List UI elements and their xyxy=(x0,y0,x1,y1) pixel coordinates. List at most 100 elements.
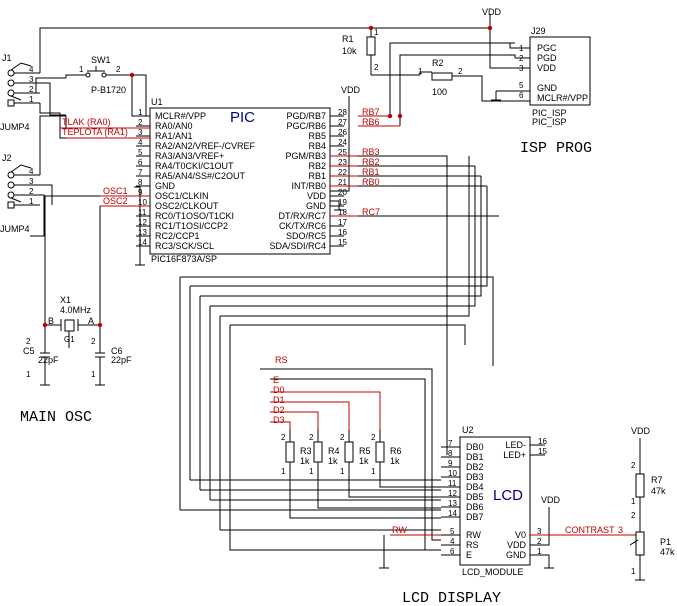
pic-right-pin-name: SDA/SDI/RC4 xyxy=(269,241,326,251)
r6-pin1: 1 xyxy=(371,467,376,476)
net-d1: D1 xyxy=(273,395,285,405)
pic-right-pin-number: 16 xyxy=(338,228,347,237)
pic-left-pin-name: RC0/T1OSO/T1CKI xyxy=(155,211,234,221)
p1-label: P1 xyxy=(660,537,671,547)
vdd-r7-label: VDD xyxy=(631,426,651,436)
r7-pin1: 1 xyxy=(631,497,636,506)
j2-pin3: 3 xyxy=(29,177,34,186)
pic-right-pin-name: RB4 xyxy=(308,141,326,151)
pic-left-pin-number: 3 xyxy=(138,128,143,137)
r3-pin2: 2 xyxy=(281,433,286,442)
rw-net: RW xyxy=(379,525,441,569)
main-osc-title: MAIN OSC xyxy=(20,409,92,426)
vdd-symbol-top: VDD xyxy=(482,7,515,69)
r1-pin2: 2 xyxy=(374,63,379,72)
pic-right-net-label: RB0 xyxy=(362,177,380,187)
pic-left-pin-number: 2 xyxy=(138,118,143,127)
u1-label: U1 xyxy=(151,97,163,107)
lcd-data-pin-number: 12 xyxy=(448,489,457,498)
pic-left-pin-name: RC1/T1OSI/CCP2 xyxy=(155,221,228,231)
net-d2: D2 xyxy=(273,405,285,415)
pic-right-pin-name: RB2 xyxy=(308,161,326,171)
vdd-top-label: VDD xyxy=(482,7,502,17)
pic-left-pin-number: 11 xyxy=(138,208,147,217)
connector-j1: J1 JUMP4 4 3 2 1 xyxy=(0,53,40,132)
lcd-ctrl-pin-name: RW xyxy=(466,530,481,540)
j29-label: J29 xyxy=(531,26,546,36)
lcd-power-pin-number: 2 xyxy=(537,537,542,546)
pic-right-pin-number: 27 xyxy=(338,118,347,127)
pic-right-pin-name: INT/RB0 xyxy=(291,181,326,191)
lcd-data-pin-name: DB0 xyxy=(466,442,484,452)
contrast-net: CONTRAST 3 xyxy=(530,525,640,536)
lcd-data-pin-name: DB6 xyxy=(466,502,484,512)
net-rs: RS xyxy=(275,355,288,365)
net-d0: D0 xyxy=(273,385,285,395)
j29-part-label: PIC_ISP xyxy=(532,108,567,118)
r2-value: 100 xyxy=(432,87,447,97)
r7-label: R7 xyxy=(651,475,663,485)
pic-left-pin-number: 5 xyxy=(138,148,143,157)
lcd-ctrl-pin-name: RS xyxy=(466,540,479,550)
pic-right-pin-name: DT/RX/RC7 xyxy=(278,211,326,221)
resistor-r7: VDD R7 47k 2 1 xyxy=(631,426,666,515)
pic-left-pin-number: 10 xyxy=(138,198,147,207)
lcd-led-pin-name: LED+ xyxy=(503,450,526,460)
sw1-part-label: P-B1720 xyxy=(91,85,126,95)
resistor-r5: R5 1k 2 1 xyxy=(340,430,371,476)
pic-right-pin-number: 22 xyxy=(338,168,347,177)
c5-label: C5 xyxy=(23,346,35,356)
r1-pin1: 1 xyxy=(374,28,379,37)
pic-left-pin-name: OSC2/CLKOUT xyxy=(155,201,219,211)
c6-value: 22pF xyxy=(111,355,132,365)
x1-value: 4.0MHz xyxy=(60,305,92,315)
j2-pin1: 1 xyxy=(29,197,34,206)
u1-title: PIC xyxy=(230,109,255,126)
pic-right-pin-name: PGC/RB6 xyxy=(286,121,326,131)
pic-right-pin-number: 15 xyxy=(338,238,347,247)
r4-pin1: 1 xyxy=(309,467,314,476)
resistor-r4: R4 1k 2 1 xyxy=(309,430,340,476)
pic-left-pin-name: RC2/CCP1 xyxy=(155,231,200,241)
r5-label: R5 xyxy=(359,446,371,456)
pic-left-pin-name: GND xyxy=(155,181,176,191)
pic-left-pin-name: RA3/AN3/VREF+ xyxy=(155,151,224,161)
vdd-lcd-label: VDD xyxy=(541,495,561,505)
pic-right-pin-number: 23 xyxy=(338,158,347,167)
lcd-ctrl-pin-number: 6 xyxy=(450,547,455,556)
j2-pin2: 2 xyxy=(29,187,34,196)
sw1-pin2: 2 xyxy=(116,65,121,74)
pic-left-pin-name: RC3/SCK/SCL xyxy=(155,241,214,251)
resistor-r3: R3 1k 2 1 xyxy=(281,430,312,476)
pic-right-net-label: RB1 xyxy=(362,167,380,177)
r6-pin2: 2 xyxy=(371,433,376,442)
pic-right-pin-number: 17 xyxy=(338,218,347,227)
resistor-r2: R2 100 1 2 xyxy=(418,58,463,97)
r5-pin2: 2 xyxy=(340,433,345,442)
r5-value: 1k xyxy=(359,456,369,466)
net-contrast: CONTRAST xyxy=(565,525,615,535)
pic-left-pin-name: MCLR#/VPP xyxy=(155,111,206,121)
pic-right-pin-name: RB1 xyxy=(308,171,326,181)
vdd-symbol-pic: VDD xyxy=(330,85,361,211)
lcd-power-pin-number: 3 xyxy=(537,527,542,536)
lcd-data-pin-name: DB2 xyxy=(466,462,484,472)
pic-right-net-label: RB3 xyxy=(362,147,380,157)
u2-label: U2 xyxy=(462,425,474,435)
x1-pin-g1: G1 xyxy=(64,335,75,344)
j29-pin-pgc: PGC xyxy=(537,43,557,53)
pic-right-pin-number: 24 xyxy=(338,138,347,147)
r2-pin2: 2 xyxy=(458,67,463,76)
net-osc2: OSC2 xyxy=(103,196,128,206)
pic-left-pin-number: 1 xyxy=(138,108,143,117)
lcd-data-pin-name: DB4 xyxy=(466,482,484,492)
r4-pin2: 2 xyxy=(309,433,314,442)
lcd-data-pin-number: 13 xyxy=(448,499,457,508)
connector-j29: J29 PIC_ISP PIC_ISP PGC PGD VDD GND MCLR… xyxy=(515,26,591,127)
lcd-led-pin-number: 15 xyxy=(538,447,547,456)
lcd-data-pin-number: 9 xyxy=(448,459,453,468)
j29-pinnum-5: 5 xyxy=(519,81,524,90)
isp-wiring xyxy=(358,42,516,127)
